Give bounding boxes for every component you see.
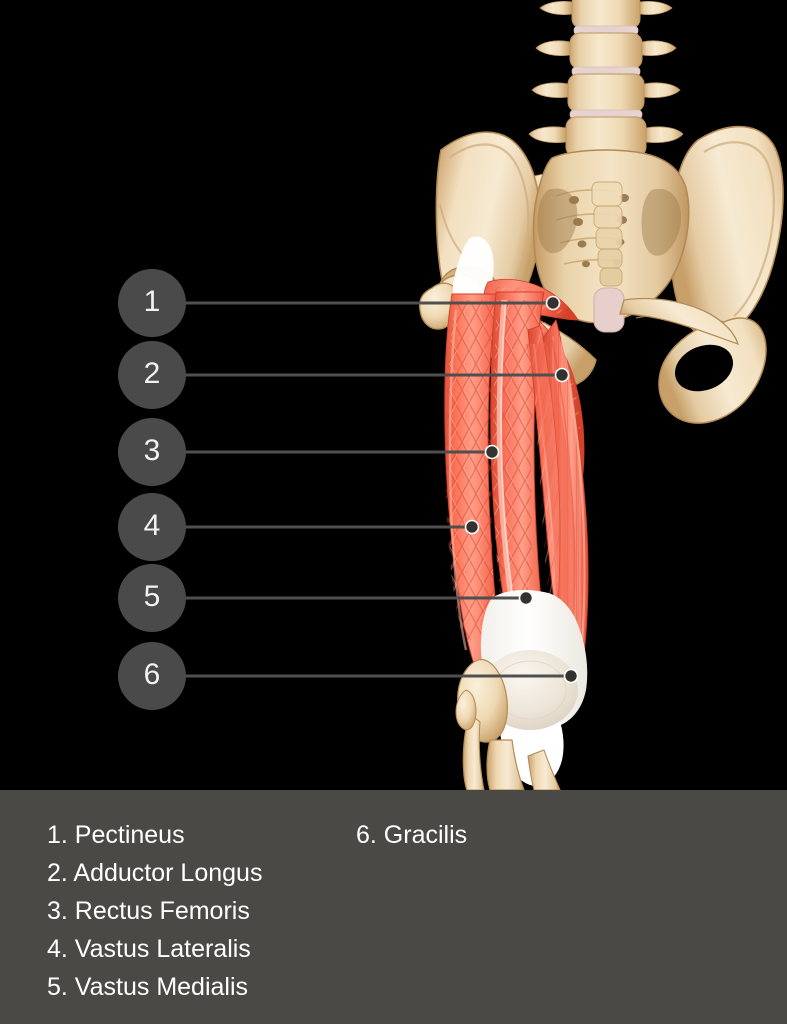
legend-panel: 1. Pectineus 2. Adductor Longus 3. Rectu… (0, 790, 787, 1024)
leader-dot-4 (464, 519, 480, 535)
legend-column-2: 6. Gracilis (356, 816, 467, 854)
leader-dot-5 (518, 590, 534, 606)
muscle-vastus-lateralis (444, 293, 503, 665)
vertebra-L3 (531, 73, 681, 120)
tibia (486, 739, 525, 790)
pubic-ramus-right (619, 297, 740, 346)
leader-dot-2 (554, 367, 570, 383)
leader-dots (464, 295, 579, 684)
legend-column-1: 1. Pectineus 2. Adductor Longus 3. Rectu… (0, 816, 356, 1006)
rectus-femoris-central-tendon (496, 299, 517, 621)
legend-item: 1. Pectineus (47, 821, 185, 849)
sacral-body-segments (591, 181, 623, 287)
knee-group (455, 590, 588, 790)
leader-dot-1 (545, 295, 561, 311)
anatomy-svg (186, 0, 784, 790)
obturator-foramen-right (674, 344, 734, 392)
legend-item: 6. Gracilis (356, 821, 468, 849)
legend-item: 3. Rectus Femoris (47, 897, 250, 925)
muscle-adductor-magnus-wedge (526, 342, 576, 624)
vertebra-L2 (535, 32, 677, 77)
tibia-shaft (527, 749, 561, 790)
legend-item: 5. Vastus Medialis (47, 973, 249, 1001)
anatomy-illustration (186, 0, 784, 790)
leader-dot-3 (484, 444, 500, 460)
legend-item: 2. Adductor Longus (47, 859, 263, 887)
vertebra-L1 (539, 0, 673, 36)
legend-item: 4. Vastus Lateralis (47, 935, 251, 963)
pubic-symphysis (593, 287, 625, 333)
fibula (462, 713, 485, 790)
leader-dot-6 (563, 668, 579, 684)
leader-lines (186, 301, 571, 678)
